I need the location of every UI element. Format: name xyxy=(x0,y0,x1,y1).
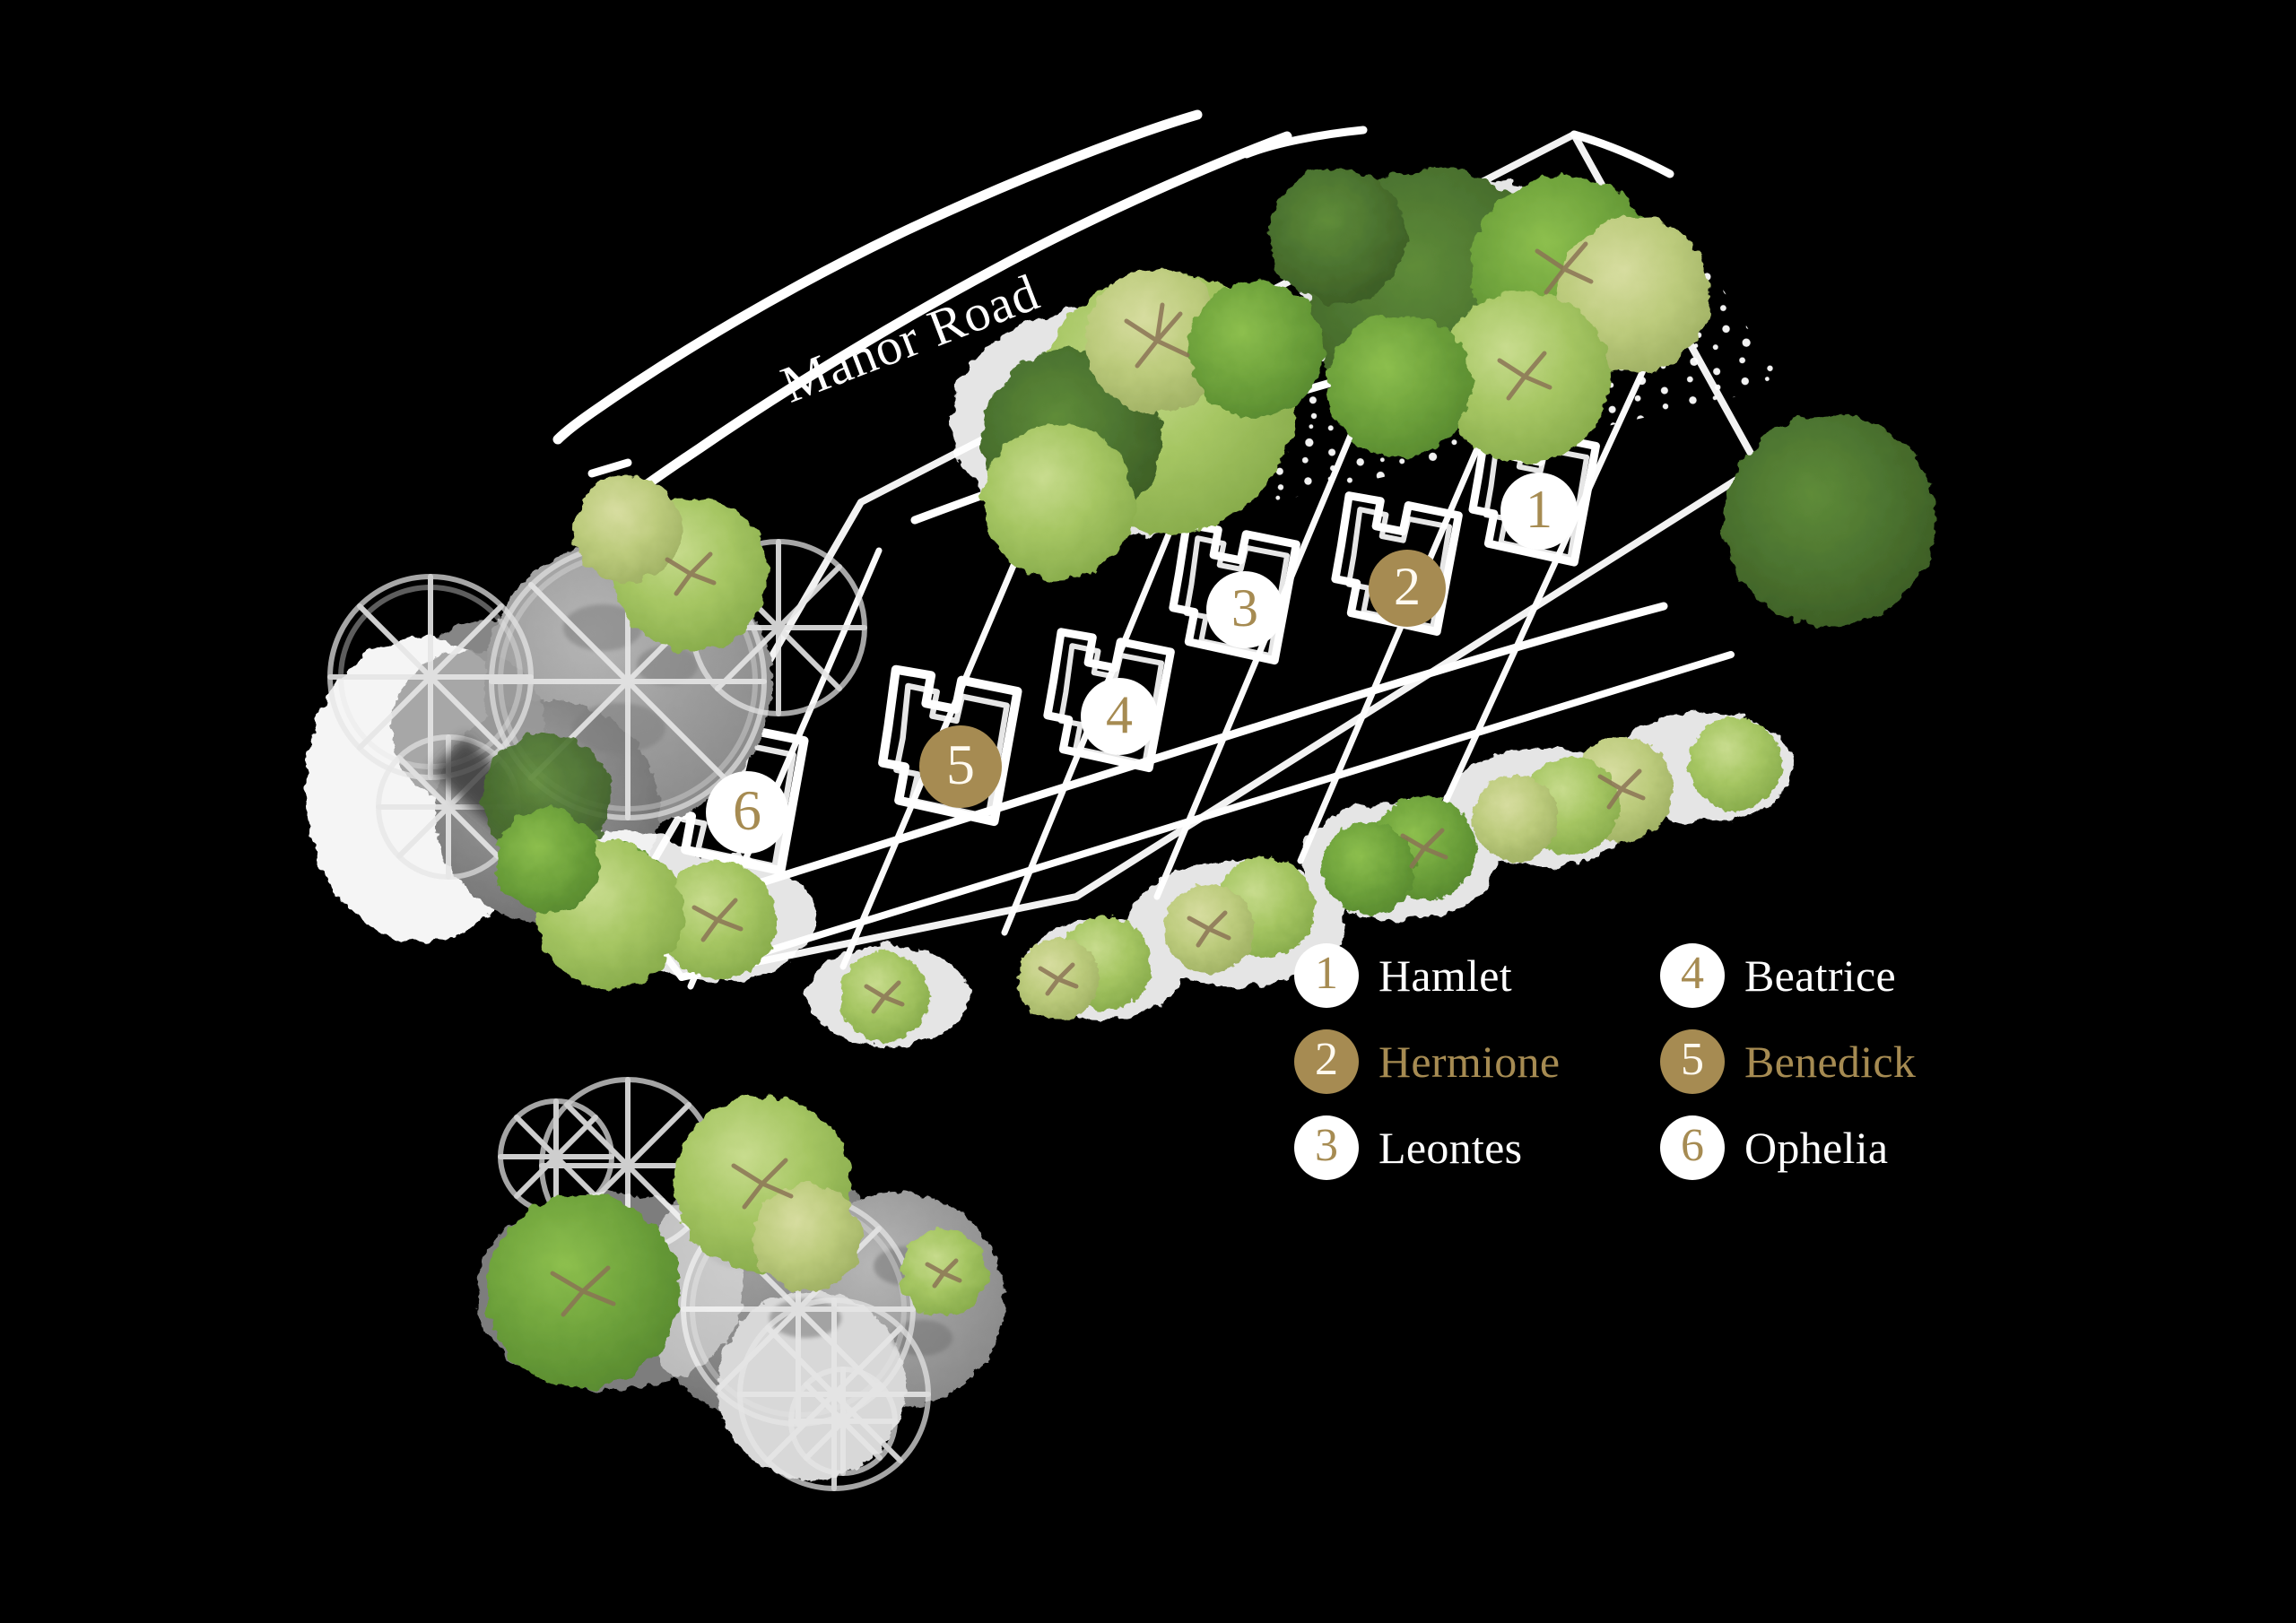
legend-badge-3: 3 xyxy=(1294,1115,1359,1180)
parcel-divider-1 xyxy=(1431,312,1672,829)
plot-marker-1[interactable]: 1 xyxy=(1500,473,1578,550)
building-footprint-4 xyxy=(1043,628,1175,773)
building-footprint-3 xyxy=(1169,520,1300,665)
legend-label-5: Benedick xyxy=(1744,1037,1917,1087)
road-network xyxy=(552,109,1674,518)
tree-dark-2 xyxy=(1270,167,1406,303)
existing-manor-complex xyxy=(305,538,867,942)
plot-marker-5[interactable]: 5 xyxy=(919,725,1002,808)
south-round-building-c xyxy=(718,1291,906,1480)
legend-item-3[interactable]: 3 Leontes xyxy=(1294,1105,1635,1191)
legend-label-4: Beatrice xyxy=(1744,950,1896,1001)
tree-sw-3 xyxy=(753,1184,861,1291)
tree-mid-3 xyxy=(1187,282,1324,418)
legend-item-2[interactable]: 2 Hermione xyxy=(1294,1019,1635,1105)
tree-mid-2 xyxy=(1327,314,1471,457)
building-footprint-2 xyxy=(1331,491,1463,636)
building-footprints xyxy=(665,421,1600,876)
plot-marker-2[interactable]: 2 xyxy=(1369,550,1446,627)
legend-badge-1: 1 xyxy=(1294,943,1359,1008)
road-spur-north-2 xyxy=(1570,130,1674,178)
legend-badge-6: 6 xyxy=(1660,1115,1725,1180)
tree-specimen-right xyxy=(1724,414,1935,626)
tree-light-3 xyxy=(981,425,1135,579)
shrub-1 xyxy=(1689,717,1782,811)
south-gazebo-3 xyxy=(737,1298,931,1491)
rear-access-lane xyxy=(655,602,1668,919)
manor-road-north-kerb xyxy=(552,109,1203,445)
plot-legend: 1 Hamlet 2 Hermione 3 Leontes 4 Beatrice… xyxy=(1294,933,2030,1193)
gazebo-radial-structures xyxy=(327,539,867,880)
manor-road-south-kerb xyxy=(604,131,1292,518)
legend-label-1: Hamlet xyxy=(1378,950,1512,1001)
tree-branch-marks xyxy=(550,241,1646,1317)
legend-badge-2: 2 xyxy=(1294,1029,1359,1094)
road-spur-north xyxy=(1242,126,1368,159)
legend-label-6: Ophelia xyxy=(1744,1123,1889,1173)
legend-item-5[interactable]: 5 Benedick xyxy=(1660,1019,2001,1105)
building-footprint-5 xyxy=(878,664,1022,827)
shrub-6 xyxy=(1322,821,1415,915)
gazebo-2 xyxy=(327,574,534,780)
legend-badge-4: 4 xyxy=(1660,943,1725,1008)
legend-item-4[interactable]: 4 Beatrice xyxy=(1660,933,2001,1019)
tree-manor-s2 xyxy=(495,809,599,913)
plot-marker-3[interactable]: 3 xyxy=(1206,571,1283,648)
lower-boundary-lane xyxy=(678,651,1735,981)
shrub-4 xyxy=(1473,775,1559,861)
legend-badge-5: 5 xyxy=(1660,1029,1725,1094)
road-edge-tick-left xyxy=(587,458,632,478)
south-gazebo-5 xyxy=(788,1367,898,1476)
legend-label-3: Leontes xyxy=(1378,1123,1523,1173)
plot-marker-6[interactable]: 6 xyxy=(706,771,788,854)
legend-item-1[interactable]: 1 Hamlet xyxy=(1294,933,1635,1019)
legend-label-2: Hermione xyxy=(1378,1037,1561,1087)
legend-item-6[interactable]: 6 Ophelia xyxy=(1660,1105,2001,1191)
plot-marker-4[interactable]: 4 xyxy=(1081,678,1158,755)
tree-manor-n2 xyxy=(574,475,682,583)
